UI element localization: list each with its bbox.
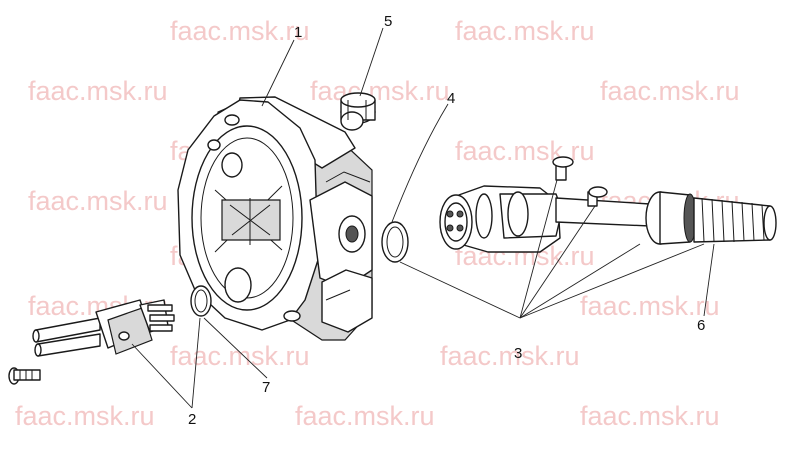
callout-cap-nut: 5 (384, 13, 392, 30)
large-o-ring-inner (386, 226, 404, 258)
callout-o-ring-small: 7 (262, 379, 270, 396)
watermark: faac.msk.ru (170, 341, 310, 371)
watermark: faac.msk.ru (580, 401, 720, 431)
spring-sleeve-part (645, 191, 777, 245)
base-housing-part (177, 96, 373, 341)
watermark: faac.msk.ru (295, 401, 435, 431)
screw-part (8, 367, 41, 385)
callout-connector-plug: 2 (188, 411, 196, 428)
callout-o-ring-large: 4 (447, 90, 455, 107)
watermark: faac.msk.ru (440, 341, 580, 371)
watermark: faac.msk.ru (170, 16, 310, 46)
callout-spring-sleeve: 6 (697, 317, 705, 334)
callout-base: 1 (294, 24, 302, 41)
watermark: faac.msk.ru (28, 76, 168, 106)
connector-plug-part (32, 299, 175, 357)
cap-nut-part (340, 92, 376, 131)
watermark: faac.msk.ru (15, 401, 155, 431)
watermark: faac.msk.ru (28, 186, 168, 216)
leader-lines (131, 27, 715, 409)
small-screw-part (552, 156, 608, 207)
watermarks: faac.msk.ru faac.msk.ru faac.msk.ru faac… (15, 16, 740, 431)
plug-body-part (439, 185, 651, 253)
watermark: faac.msk.ru (600, 76, 740, 106)
watermark: faac.msk.ru (580, 291, 720, 321)
large-o-ring-part (381, 221, 409, 263)
callouts: 1 2 3 4 5 6 7 (188, 13, 705, 428)
watermark: faac.msk.ru (310, 76, 450, 106)
callout-pins-and-screws: 3 (514, 345, 522, 362)
watermark: faac.msk.ru (455, 16, 595, 46)
small-o-ring-inner (194, 289, 208, 313)
small-o-ring-part (190, 285, 212, 317)
